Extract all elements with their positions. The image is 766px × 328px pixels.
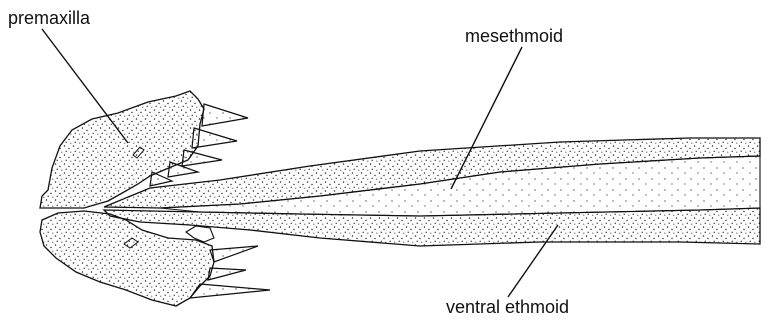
lower-tooth-3 xyxy=(190,284,270,298)
premaxilla-label: premaxilla xyxy=(8,9,90,27)
lower-tooth-1 xyxy=(210,246,258,262)
lower-tooth-2 xyxy=(208,268,246,280)
upper-tooth-2 xyxy=(192,128,237,148)
upper-tooth-3 xyxy=(182,150,222,166)
mesethmoid-label: mesethmoid xyxy=(465,27,563,45)
ventral-ethmoid-label: ventral ethmoid xyxy=(446,298,569,316)
upper-tooth-1 xyxy=(202,104,248,126)
